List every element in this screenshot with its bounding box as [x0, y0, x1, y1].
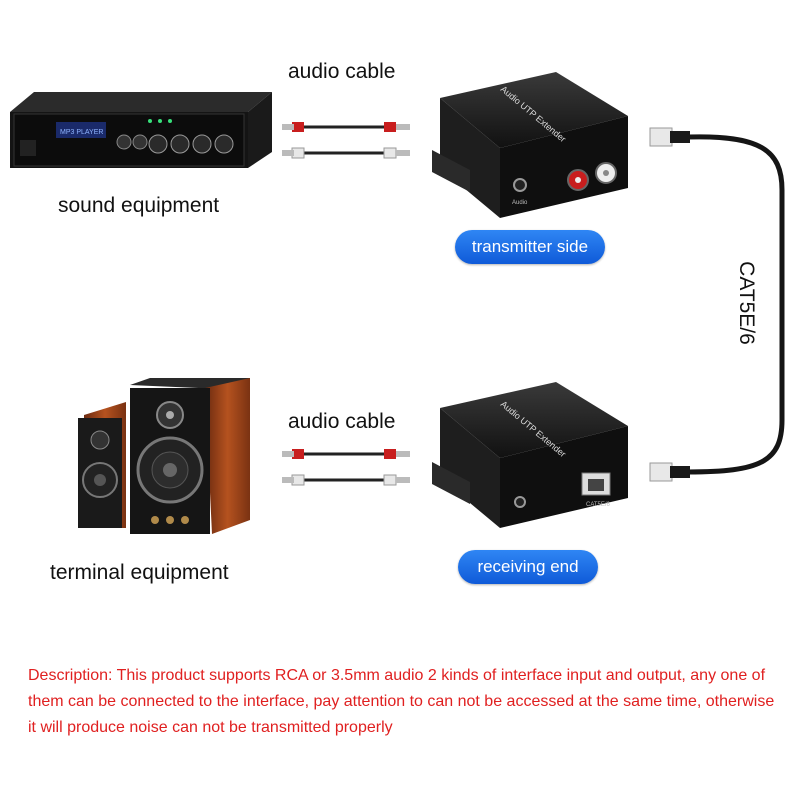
transmitter-side-badge: transmitter side: [455, 230, 605, 264]
svg-text:CAT5E/6: CAT5E/6: [586, 502, 611, 508]
svg-text:MP3 PLAYER: MP3 PLAYER: [60, 129, 103, 136]
receiver-device: Audio UTP Extender CAT5E/6: [432, 382, 628, 528]
audio-cable-label-top: audio cable: [288, 60, 396, 83]
sound-equipment-label: sound equipment: [58, 194, 220, 217]
rca-cables-bottom: [282, 449, 410, 486]
amplifier-device: MP3 PLAYER: [10, 92, 272, 168]
speakers-device: [78, 378, 250, 534]
terminal-equipment-label: terminal equipment: [50, 561, 229, 584]
svg-text:Audio: Audio: [512, 200, 528, 206]
cable-type-label: CAT5E/6: [726, 255, 766, 350]
transmitter-device: Audio UTP Extender Audio: [432, 72, 628, 218]
rca-cables-top: [282, 122, 410, 159]
receiving-end-badge: receiving end: [458, 550, 598, 584]
audio-cable-label-bottom: audio cable: [288, 410, 396, 433]
cable-type-text: CAT5E/6: [735, 260, 758, 345]
network-cable: [649, 127, 785, 482]
description-text: Description: This product supports RCA o…: [28, 667, 775, 736]
